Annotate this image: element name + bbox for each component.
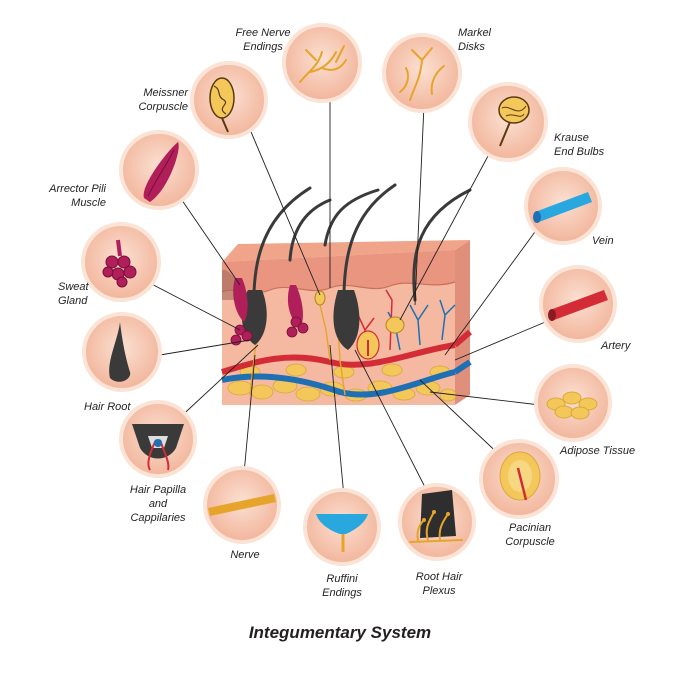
vein-circle: [524, 167, 602, 245]
free-nerve-endings-circle: [282, 23, 362, 103]
artery-band: [221, 342, 456, 375]
hair-papilla-circle: [119, 400, 197, 478]
label-free-nerve-endings: Free Nerve Endings: [235, 27, 291, 53]
adipose-tissue-circle: [534, 364, 612, 442]
meissner-corpuscle-circle: [190, 61, 268, 139]
artery-circle: [539, 265, 617, 343]
label-arrector-pili-muscle: Arrector Pili Muscle: [49, 183, 106, 209]
epidermis-layer: [222, 250, 455, 293]
hair-root-circle: [82, 312, 162, 392]
label-sweat-gland: Sweat Gland: [58, 281, 89, 307]
label-hair-root: Hair Root: [84, 401, 131, 413]
skin-block-side: [455, 240, 470, 405]
leader-lines: [139, 97, 551, 509]
label-meissner-corpuscle: Meissner Corpuscle: [138, 87, 188, 113]
sweat-gland-in-skin: [230, 316, 309, 346]
label-ruffini-endings: Ruffini Endings: [322, 573, 362, 599]
skin-cross-section: [221, 183, 472, 405]
label-markel-disks: Markel Disks: [458, 27, 492, 53]
label-vein: Vein: [592, 235, 614, 247]
krause-end-bulbs-circle: [468, 82, 548, 162]
skin-block-top: [222, 240, 470, 262]
label-root-hair-plexus: Root Hair Plexus: [415, 571, 463, 597]
label-artery: Artery: [601, 340, 631, 352]
label-krause-end-bulbs: Krause End Bulbs: [554, 132, 605, 158]
arrector-muscle-in-skin: [233, 278, 248, 322]
sweat-gland-circle: [81, 222, 161, 302]
nerve-circle: [203, 466, 281, 544]
label-adipose-tissue: Adipose Tissue: [560, 445, 636, 457]
label-nerve: Nerve: [230, 549, 260, 561]
arrector-pili-muscle-circle: [119, 130, 199, 210]
label-pacinian-corpuscle: Pacinian Corpuscle: [505, 522, 555, 548]
markel-disks-circle: [382, 33, 462, 113]
pacinian-corpuscle-circle: [479, 439, 559, 519]
diagram-title: Integumentary System: [248, 623, 432, 642]
ruffini-endings-circle: [303, 488, 381, 566]
label-hair-papilla: Hair Papilla and Cappilaries: [129, 484, 187, 524]
root-hair-plexus-circle: [398, 483, 476, 561]
